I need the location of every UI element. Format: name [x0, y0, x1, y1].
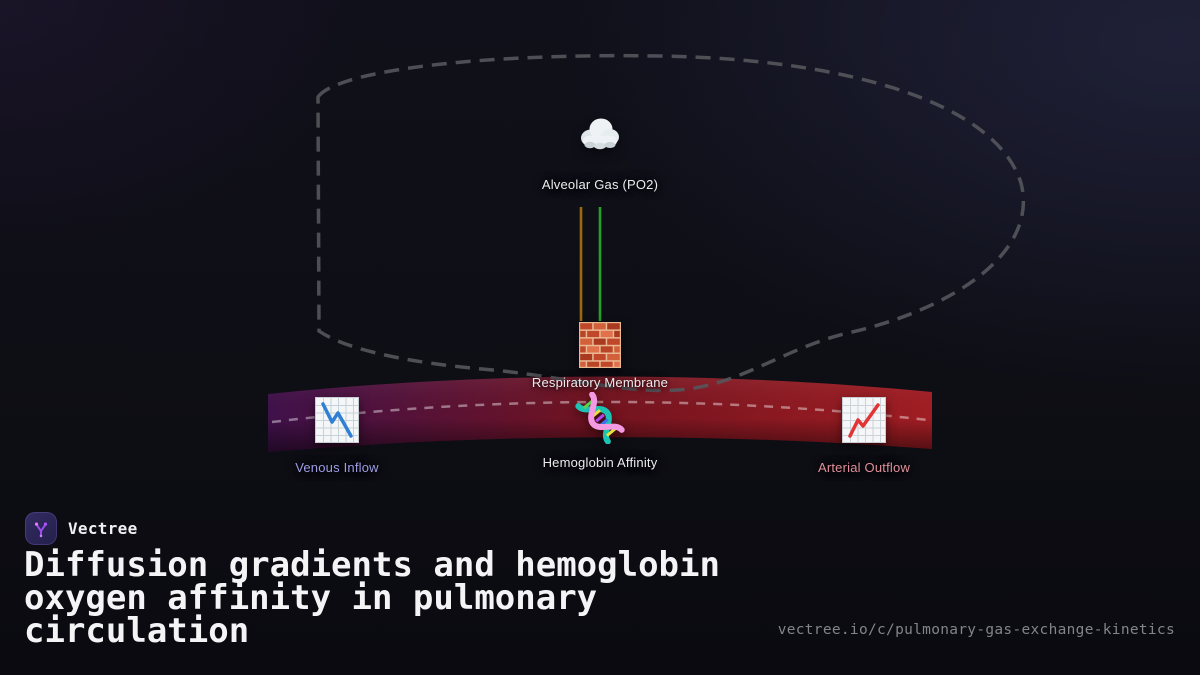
arterial-label: Arterial Outflow — [817, 460, 911, 475]
brand-name: Vectree — [68, 519, 138, 538]
hemoglobin-label: Hemoglobin Affinity — [542, 455, 658, 470]
chart-decreasing-icon — [315, 397, 359, 448]
membrane-label: Respiratory Membrane — [531, 375, 669, 390]
brand-row: Vectree — [25, 512, 138, 545]
cloud-icon — [576, 116, 624, 155]
brick-wall-icon — [579, 322, 621, 373]
footer-url: vectree.io/c/pulmonary-gas-exchange-kine… — [777, 622, 1175, 638]
vessel-flow-dashed-line — [271, 400, 929, 424]
alveolar-label: Alveolar Gas (PO2) — [541, 177, 659, 192]
alveolar-region-outline — [316, 53, 1025, 393]
chart-increasing-icon — [842, 397, 886, 448]
venous-label: Venous Inflow — [295, 460, 379, 475]
vectree-logo — [25, 512, 57, 545]
vectree-branch-icon — [34, 522, 48, 537]
dna-icon — [574, 391, 626, 449]
page-title: Diffusion gradients and hemoglobin oxyge… — [24, 545, 720, 651]
